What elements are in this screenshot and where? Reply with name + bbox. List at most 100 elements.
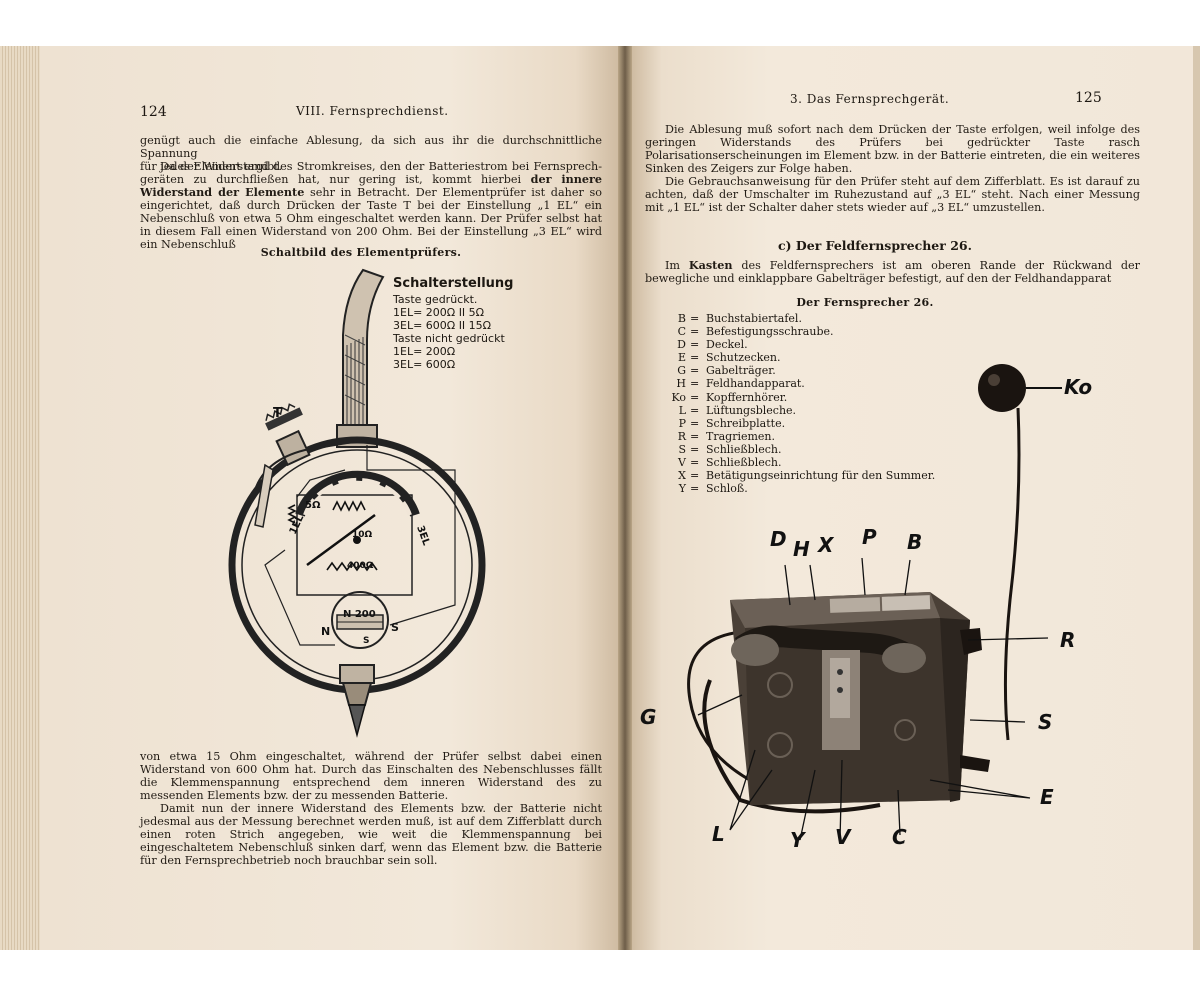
left-para-2-a: Da der Widerstand des Stromkreises, den … xyxy=(140,160,602,186)
legend-equals: = xyxy=(690,325,700,339)
legend-text: Schließblech. xyxy=(706,456,782,470)
field-telephone-illustration xyxy=(687,364,1062,841)
legend-text: Schloß. xyxy=(706,482,748,496)
legend-row: R = Tragriemen. xyxy=(668,430,968,443)
legend-text: Kopffernhörer. xyxy=(706,390,788,404)
legend-key: R xyxy=(677,429,686,443)
dial-label-1el: 1EL xyxy=(288,513,307,536)
dial-label-5ohm: 5Ω xyxy=(305,500,321,511)
photo-label-d: D xyxy=(770,527,787,551)
dial-label-10ohm: 10Ω xyxy=(352,530,373,540)
legend-key: X xyxy=(678,469,686,483)
legend-equals: = xyxy=(690,442,700,456)
legend-row: G = Gabelträger. xyxy=(668,364,968,377)
dial-label-is: S xyxy=(363,636,369,646)
dial-label-n: N xyxy=(321,625,330,638)
switch-legend-title: Schalterstellung xyxy=(393,276,514,291)
right-page-number: 125 xyxy=(1075,90,1102,106)
left-para-1-line-1: genügt auch die einfache Ablesung, da si… xyxy=(140,134,602,160)
legend-row: Ko = Kopffernhörer. xyxy=(668,391,968,404)
photo-label-x: X xyxy=(818,533,834,557)
photo-label-g: G xyxy=(640,705,657,729)
legend-row: V = Schließblech. xyxy=(668,456,968,469)
legend-key: V xyxy=(678,456,686,470)
right-para-2-text: Die Gebrauchsanweisung für den Prüfer st… xyxy=(645,175,1140,214)
page-edges-left xyxy=(0,46,40,950)
switch-legend-line: 3EL= 600Ω II 15Ω xyxy=(393,319,492,332)
dial-label-200: N 200 xyxy=(343,609,376,620)
photo-label-c: C xyxy=(892,825,907,849)
legend-row: L = Lüftungsbleche. xyxy=(668,404,968,417)
photo-label-l: L xyxy=(712,822,725,846)
left-para-2-b: sehr in Betracht. Der Elementprüfer ist … xyxy=(140,186,602,251)
legend-text: Betätigungseinrichtung für den Summer. xyxy=(706,469,936,483)
right-running-title: 3. Das Fernsprechgerät. xyxy=(790,92,950,106)
dial-label-s: S xyxy=(391,621,399,634)
left-para-2: Da der Widerstand des Stromkreises, den … xyxy=(140,160,602,251)
legend-key: G xyxy=(677,364,686,378)
legend-equals: = xyxy=(690,390,700,404)
photo-label-p: P xyxy=(862,525,877,549)
left-para-2-bold: der innere Widerstand der Elemente xyxy=(140,172,602,199)
legend-row: C = Befestigungsschraube. xyxy=(668,325,968,338)
left-para-4-text: Damit nun der innere Widerstand des Elem… xyxy=(140,802,602,867)
right-para-3-bold: Kasten xyxy=(688,258,733,272)
photo-label-e: E xyxy=(1040,785,1054,809)
legend-text: Schließblech. xyxy=(706,442,782,456)
legend-text: Buchstabiertafel. xyxy=(706,312,802,325)
right-para-3: Im Kasten des Feldfernsprechers ist am o… xyxy=(645,258,1141,286)
photo-label-b: B xyxy=(907,530,923,554)
left-para-3: von etwa 15 Ohm eingeschaltet, während d… xyxy=(140,750,602,802)
legend-key: Y xyxy=(678,482,686,496)
photo-label-s: S xyxy=(1038,710,1053,734)
legend-equals: = xyxy=(690,416,700,430)
left-para-4: Damit nun der innere Widerstand des Elem… xyxy=(140,802,602,867)
section-heading-feldfernsprecher: c) Der Feldfernsprecher 26. xyxy=(778,238,972,253)
right-para-1: Die Ablesung muß sofort nach dem Drücken… xyxy=(645,123,1140,175)
photo-label-y: Y xyxy=(790,828,805,852)
component-legend: B=Buchstabiertafel.C=Befestigungsschraub… xyxy=(668,312,968,495)
right-para-3-a: Im xyxy=(665,259,689,272)
legend-text: Lüftungsbleche. xyxy=(706,403,797,417)
right-para-2: Die Gebrauchsanweisung für den Prüfer st… xyxy=(645,175,1140,214)
legend-text: Gabelträger. xyxy=(706,364,776,378)
switch-legend-line: 1EL= 200Ω II 5Ω xyxy=(393,306,485,319)
legend-equals: = xyxy=(690,403,700,417)
legend-row: E=Schutzecken. xyxy=(668,351,968,364)
legend-key: H xyxy=(676,377,686,391)
legend-key: C xyxy=(677,325,686,339)
legend-equals: = xyxy=(690,364,700,378)
legend-equals: = xyxy=(690,429,700,443)
legend-text: Tragriemen. xyxy=(706,429,776,443)
right-figure-caption: Der Fernsprecher 26. xyxy=(796,296,934,309)
photo-label-ko: Ko xyxy=(1064,375,1093,399)
switch-legend-line: Taste nicht gedrückt xyxy=(393,332,505,345)
left-page-number: 124 xyxy=(140,104,167,120)
legend-row: S = Schließblech. xyxy=(668,443,968,456)
legend-equals: = xyxy=(690,482,700,496)
legend-row: H=Feldhandapparat. xyxy=(668,377,968,390)
switch-position-legend: Schalterstellung Taste gedrückt. 1EL= 20… xyxy=(393,277,543,371)
right-para-1-text: Die Ablesung muß sofort nach dem Drücken… xyxy=(645,123,1140,175)
legend-equals: = xyxy=(690,456,700,470)
switch-legend-line: 1EL= 200Ω xyxy=(393,345,456,358)
legend-key: S xyxy=(678,442,686,456)
legend-key: Ko xyxy=(671,390,686,404)
legend-row: Y = Schloß. xyxy=(668,482,968,495)
photo-label-r: R xyxy=(1060,628,1076,652)
book-gutter xyxy=(618,46,632,950)
switch-legend-line: Taste gedrückt. xyxy=(393,293,478,306)
right-para-3-b: des Feldfernsprechers ist am oberen Rand… xyxy=(645,259,1141,285)
legend-key: L xyxy=(678,403,686,417)
legend-row: P=Schreibplatte. xyxy=(668,417,968,430)
legend-equals: = xyxy=(690,469,700,483)
page-edges-right xyxy=(1193,46,1200,950)
dial-label-400ohm: 400Ω xyxy=(347,561,374,571)
left-para-1-line-2: für jedes Element ergibt. xyxy=(140,160,283,173)
switch-legend-line: 3EL= 600Ω xyxy=(393,358,456,371)
legend-equals: = xyxy=(690,351,700,365)
photo-label-v: V xyxy=(835,825,851,849)
legend-text: Befestigungsschraube. xyxy=(706,325,834,339)
legend-key: P xyxy=(678,416,686,430)
book-spread xyxy=(0,46,1200,950)
